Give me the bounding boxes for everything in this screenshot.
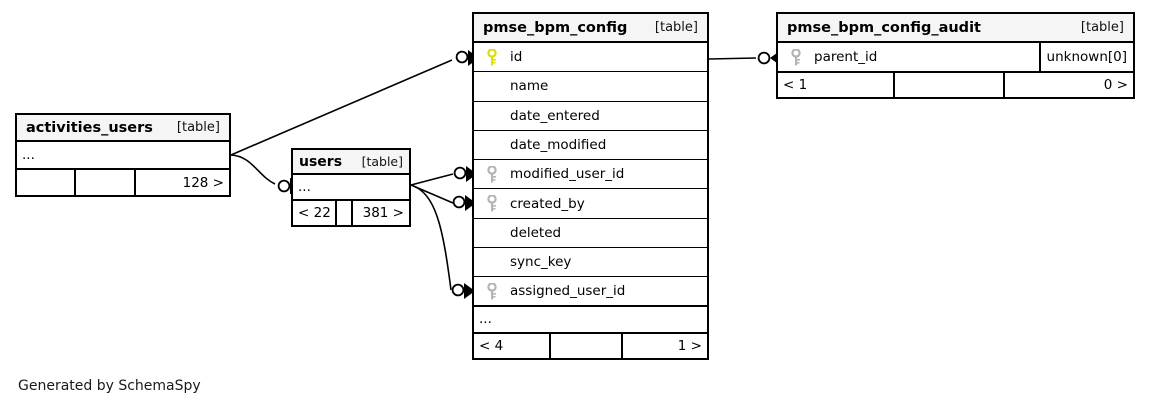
- key-icon-foreign: [474, 165, 510, 183]
- footer-parent-count: < 1: [778, 73, 896, 97]
- column-name: name: [510, 78, 549, 95]
- table-row[interactable]: assigned_user_id: [474, 277, 707, 307]
- column-name: created_by: [510, 195, 585, 212]
- footer-parent-count: < 22: [293, 201, 338, 225]
- table-footer: < 4 1 >: [474, 333, 707, 358]
- footer-parent-count: [17, 170, 77, 195]
- table-row[interactable]: modified_user_id: [474, 160, 707, 190]
- column-name: id: [510, 49, 523, 66]
- footer-child-count: 1 >: [677, 337, 702, 354]
- table-type-tag: [table]: [176, 120, 220, 135]
- table-row[interactable]: date_entered: [474, 101, 707, 131]
- table-row[interactable]: date_modified: [474, 130, 707, 161]
- table-row[interactable]: deleted: [474, 218, 707, 249]
- table-title: activities_users: [26, 119, 153, 136]
- table-footer: 128 >: [17, 170, 229, 195]
- table-pmse_bpm_config[interactable]: pmse_bpm_config [table] id name date_ent…: [472, 12, 709, 360]
- more-columns-indicator: ...: [17, 142, 229, 170]
- more-columns-indicator: ...: [474, 306, 707, 334]
- footer-middle: [76, 170, 136, 195]
- footer-child-count: 381 >: [362, 205, 404, 221]
- table-row[interactable]: parent_id unknown[0]: [778, 43, 1133, 73]
- key-icon-primary: [474, 48, 510, 66]
- table-row[interactable]: name: [474, 72, 707, 102]
- more-columns-indicator: ...: [293, 175, 409, 201]
- key-icon-foreign: [474, 282, 510, 300]
- column-name: sync_key: [510, 254, 572, 271]
- table-title: users: [299, 153, 343, 170]
- table-title: pmse_bpm_config: [483, 19, 628, 36]
- cardinality-zero-circle: [757, 51, 771, 65]
- table-row[interactable]: sync_key: [474, 248, 707, 278]
- key-icon-foreign: [778, 48, 814, 66]
- footer-middle: [551, 333, 624, 358]
- cardinality-zero-circle: [277, 179, 291, 193]
- table-type-tag: [table]: [1080, 20, 1124, 35]
- column-type: unknown[0]: [1038, 43, 1133, 71]
- table-row[interactable]: created_by: [474, 189, 707, 219]
- column-name: date_modified: [510, 137, 607, 154]
- cardinality-zero-circle: [455, 50, 469, 64]
- column-name: deleted: [510, 224, 562, 241]
- table-pmse_bpm_config_audit[interactable]: pmse_bpm_config_audit [table] parent_id …: [776, 12, 1135, 99]
- table-type-tag: [table]: [361, 154, 403, 169]
- table-row[interactable]: id: [474, 43, 707, 73]
- table-footer: < 22 381 >: [293, 201, 409, 225]
- cardinality-zero-circle: [451, 283, 465, 297]
- edge-users-to-created_by: [410, 184, 454, 204]
- footer-middle: [895, 73, 1006, 97]
- footer-child-count: 0 >: [1103, 77, 1128, 93]
- table-header: pmse_bpm_config_audit [table]: [778, 14, 1133, 43]
- footer-child-count: 128 >: [182, 174, 224, 191]
- table-users[interactable]: users [table] ... < 22 381 >: [291, 148, 411, 227]
- table-footer: < 1 0 >: [778, 73, 1133, 97]
- table-header: users [table]: [293, 150, 409, 175]
- edge-pmse_bpm_config-id-to-audit-parent_id: [708, 57, 757, 60]
- footer-middle: [337, 201, 354, 225]
- footer-parent-count: < 4: [474, 333, 551, 358]
- table-title: pmse_bpm_config_audit: [787, 19, 981, 36]
- edge-activities_users-to-users: [230, 154, 276, 185]
- edge-activities_users-to-pmse_bpm_config-id: [230, 59, 453, 156]
- edge-users-to-modified_user_id: [410, 173, 454, 186]
- table-type-tag: [table]: [654, 20, 698, 35]
- table-header: pmse_bpm_config [table]: [474, 14, 707, 43]
- cardinality-zero-circle: [453, 166, 467, 180]
- table-header: activities_users [table]: [17, 115, 229, 142]
- column-name: date_entered: [510, 107, 600, 124]
- edge-users-to-assigned_user_id: [410, 184, 452, 291]
- column-name: parent_id: [814, 49, 878, 65]
- column-name: modified_user_id: [510, 166, 625, 183]
- cardinality-zero-circle: [452, 195, 466, 209]
- column-name: assigned_user_id: [510, 283, 626, 300]
- table-activities_users[interactable]: activities_users [table] ... 128 >: [15, 113, 231, 197]
- generated-by-credit: Generated by SchemaSpy: [18, 378, 201, 394]
- key-icon-foreign: [474, 195, 510, 212]
